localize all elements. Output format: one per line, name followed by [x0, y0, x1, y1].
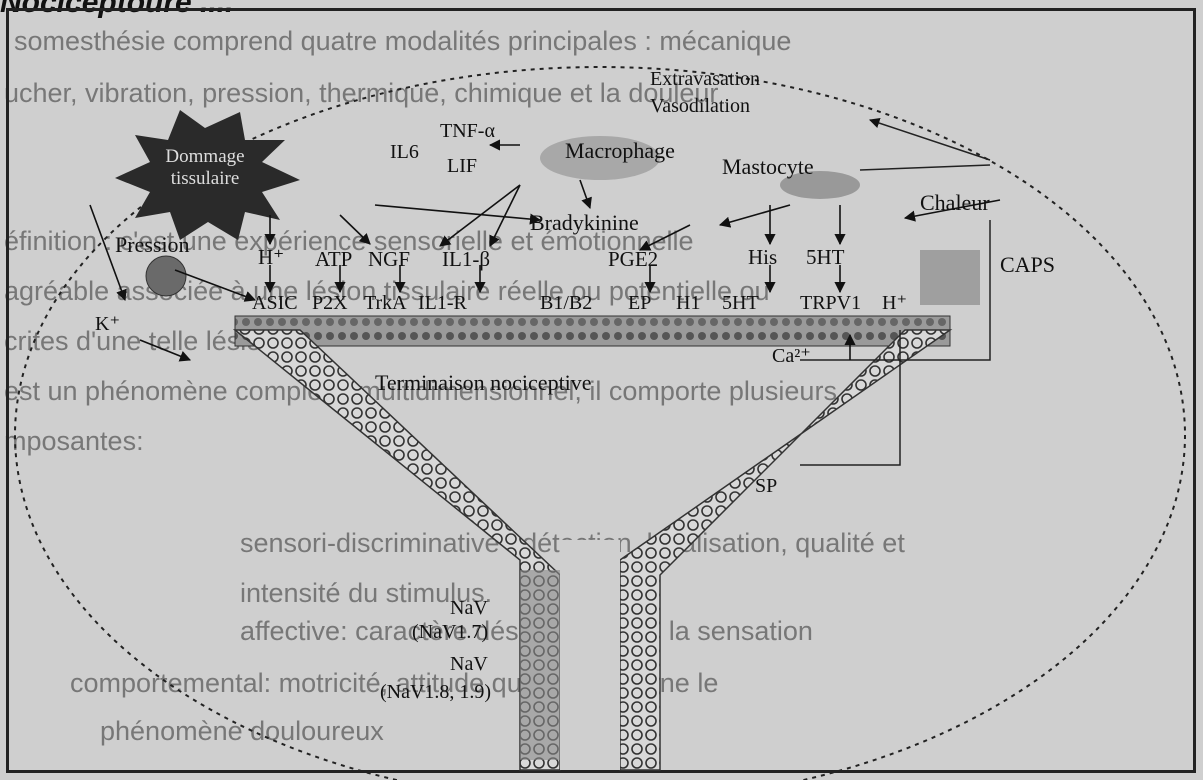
ligand-label: ATP [315, 247, 352, 271]
pressure-ball [146, 256, 186, 296]
ligand-label: His [748, 245, 777, 269]
bradykinine-label: Bradykinine [530, 210, 639, 235]
receptor-label: P2X [312, 292, 348, 314]
ligand-label: IL1-β [442, 247, 490, 271]
ligand-label: NGF [368, 247, 410, 271]
nav2-label: NaV [450, 653, 488, 675]
termination-label: Terminaison nociceptive [375, 370, 592, 395]
calcium-label: Ca²⁺ [772, 345, 811, 367]
receptor-label: B1/B2 [540, 292, 592, 314]
caps-molecule [920, 250, 980, 305]
feedback-line [860, 165, 990, 170]
nav2-sub-label: (NaV1.8, 1.9) [380, 681, 491, 703]
tnf-label: TNF-α [440, 120, 495, 142]
damage-label: Dommage [165, 146, 244, 167]
sp-label: SP [755, 475, 777, 497]
nav1-sub-label: (NaV1.7) [412, 621, 488, 643]
receptor-label: EP [628, 292, 651, 314]
receptor-labels: ASIC P2X TrkA IL1-R B1/B2 EP H1 5HT TRPV… [252, 292, 907, 314]
receptor-label: ASIC [252, 292, 298, 314]
receptor-label: H1 [676, 292, 700, 314]
k-label: K⁺ [95, 313, 120, 335]
receptor-label: TRPV1 [800, 292, 861, 314]
nav1-label: NaV [450, 597, 488, 619]
chaleur-label: Chaleur [920, 190, 990, 215]
ligand-labels: H⁺ ATP NGF IL1-β PGE2 His 5HT [258, 245, 845, 271]
ligand-label: H⁺ [258, 245, 284, 269]
vasodilation-label: Vasodilation [650, 95, 750, 117]
ligand-label: 5HT [806, 245, 845, 269]
nav-channel [520, 570, 560, 760]
mastocyte-label: Mastocyte [722, 154, 814, 179]
lif-label: LIF [447, 155, 477, 177]
receptor-label: H⁺ [882, 292, 907, 314]
damage-label: tissulaire [171, 168, 240, 189]
macrophage-label: Macrophage [565, 138, 675, 163]
axon-left [235, 330, 560, 770]
receptor-label: 5HT [722, 292, 759, 314]
axon-core [560, 540, 620, 770]
pression-label: Pression [115, 232, 190, 257]
ligand-label: PGE2 [608, 247, 658, 271]
receptor-label: IL1-R [418, 292, 468, 314]
receptor-label: TrkA [364, 292, 407, 314]
extravasation-label: Extravasation [650, 68, 760, 90]
membrane-band [235, 316, 950, 346]
il6-label: IL6 [390, 141, 419, 163]
caps-label: CAPS [1000, 252, 1055, 277]
feedback-line [870, 120, 990, 160]
